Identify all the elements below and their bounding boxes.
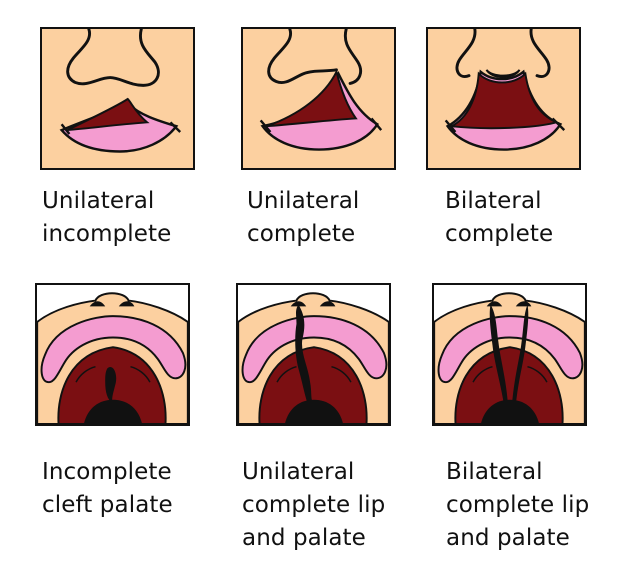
caption-line: complete lip [446,492,590,518]
caption-line: and palate [242,525,366,551]
panel-bilateral-complete-lip-palate [432,283,587,426]
caption-line: complete [445,221,554,247]
caption-unilateral-complete: Unilateral complete [247,185,359,251]
caption-line: Bilateral [445,188,542,214]
caption-bilateral-complete: Bilateral complete [445,185,553,251]
caption-line: incomplete [42,221,172,247]
caption-unilateral-complete-lip-palate: Unilateral complete lip and palate [242,456,385,555]
caption-incomplete-cleft-palate: Incomplete cleft palate [42,456,173,522]
caption-line: cleft palate [42,492,173,518]
unilateral-complete-lip-palate-illustration [238,292,389,424]
panel-unilateral-complete-lip-palate [236,283,391,426]
panel-bilateral-complete [426,27,581,170]
unilateral-incomplete-lip-illustration [59,29,182,153]
incomplete-cleft-palate-illustration [37,292,188,424]
caption-line: and palate [446,525,570,551]
caption-line: Incomplete [42,459,172,485]
bilateral-complete-lip-illustration [444,29,566,151]
caption-line: Bilateral [446,459,543,485]
panel-unilateral-complete [241,27,396,170]
panel-incomplete-cleft-palate [35,283,190,426]
caption-unilateral-incomplete: Unilateral incomplete [42,185,171,251]
caption-bilateral-complete-lip-palate: Bilateral complete lip and palate [446,456,589,555]
unilateral-complete-lip-illustration [259,29,383,151]
caption-line: Unilateral [247,188,360,214]
caption-line: complete lip [242,492,386,518]
caption-line: complete [247,221,356,247]
panel-unilateral-incomplete [40,27,195,170]
caption-line: Unilateral [242,459,355,485]
bilateral-complete-lip-palate-illustration [434,292,585,424]
caption-line: Unilateral [42,188,155,214]
